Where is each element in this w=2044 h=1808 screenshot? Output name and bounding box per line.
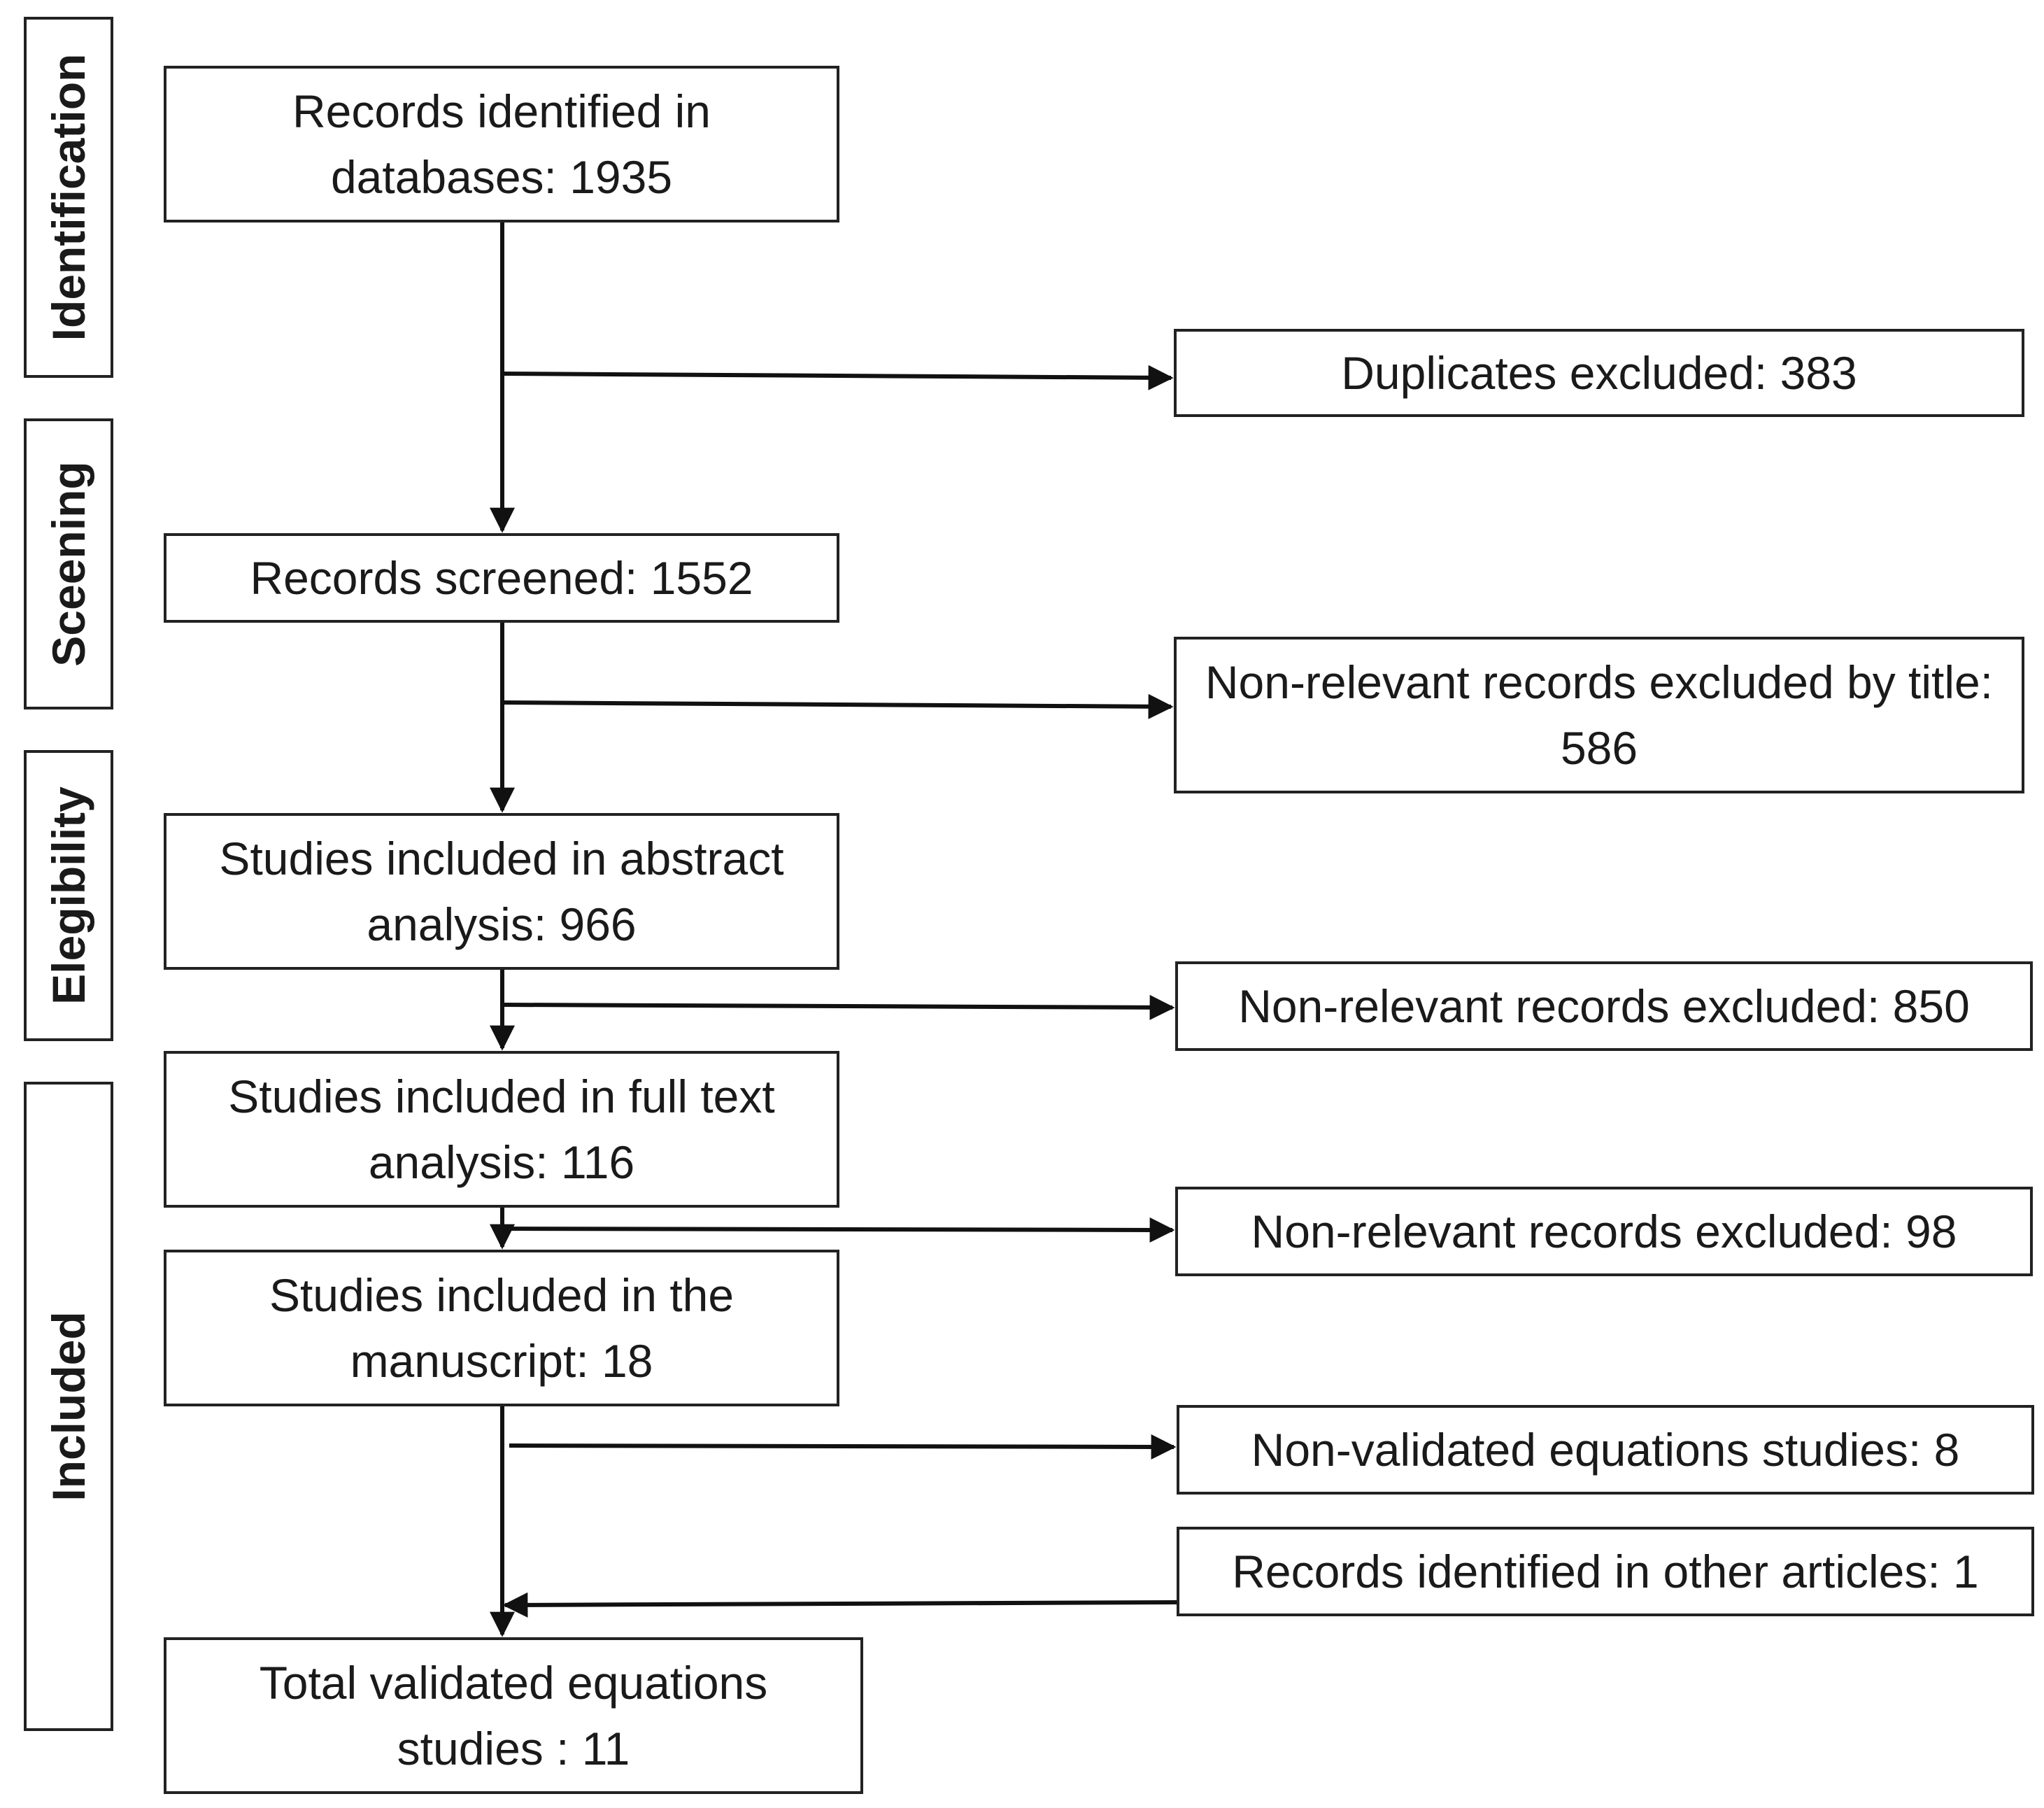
records-identified-text: Records identified in databases: 1935 [292,85,711,203]
title-excluded-text: Non-relevant records excluded by title: … [1205,656,1994,774]
phase-screening: Sceening [24,418,113,709]
manuscript-box: Studies included in the manuscript: 18 [164,1250,839,1406]
non-validated-text: Non-validated equations studies: 8 [1251,1424,1960,1476]
total-validated-box: Total validated equations studies : 11 [164,1637,863,1794]
duplicates-excluded-box: Duplicates excluded: 383 [1174,329,2024,417]
phase-included: Included [24,1082,113,1731]
abstract-analysis-box: Studies included in abstract analysis: 9… [164,813,839,970]
arrow-to-non-validated [509,1434,1177,1460]
manuscript-text: Studies included in the manuscript: 18 [269,1269,734,1387]
arrow-to-duplicates [502,365,1174,390]
excluded-98-text: Non-relevant records excluded: 98 [1251,1206,1957,1257]
other-articles-box: Records identified in other articles: 1 [1177,1527,2034,1616]
excluded-98-box: Non-relevant records excluded: 98 [1175,1187,2033,1276]
excluded-850-box: Non-relevant records excluded: 850 [1175,961,2033,1051]
abstract-analysis-text: Studies included in abstract analysis: 9… [219,833,784,950]
title-excluded-box: Non-relevant records excluded by title: … [1174,637,2024,793]
records-screened-box: Records screened: 1552 [164,533,839,623]
arrow-to-excluded-98 [502,1217,1175,1243]
total-validated-text: Total validated equations studies : 11 [259,1657,768,1774]
phase-eligibility: Elegibility [24,750,113,1041]
non-validated-box: Non-validated equations studies: 8 [1177,1405,2034,1495]
phase-identification: Identification [24,17,113,378]
arrow-from-other-articles [502,1592,1177,1618]
excluded-850-text: Non-relevant records excluded: 850 [1238,980,1970,1032]
fulltext-analysis-text: Studies included in full text analysis: … [228,1071,775,1188]
fulltext-analysis-box: Studies included in full text analysis: … [164,1051,839,1208]
records-identified-box: Records identified in databases: 1935 [164,66,839,223]
records-screened-text: Records screened: 1552 [250,552,753,604]
duplicates-excluded-text: Duplicates excluded: 383 [1341,347,1857,399]
other-articles-text: Records identified in other articles: 1 [1232,1546,1979,1597]
arrow-to-title-excluded [502,693,1174,719]
arrow-to-excluded-850 [502,994,1175,1020]
